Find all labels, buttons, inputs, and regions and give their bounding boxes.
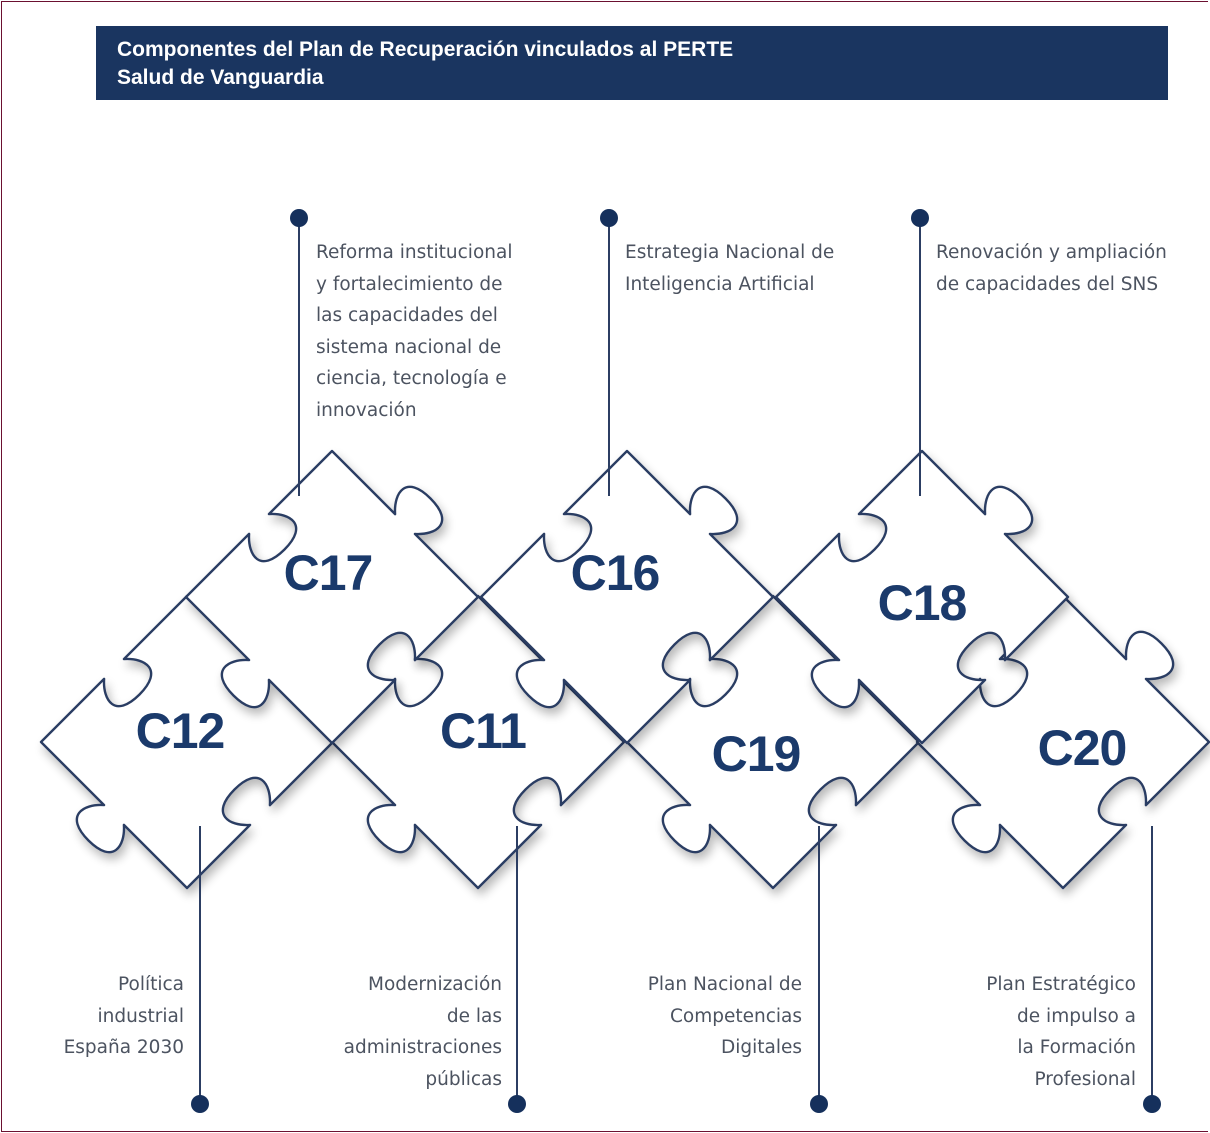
desc-c12: Política industrial España 2030 [63, 974, 184, 1058]
puzzle-piece-c18 [774, 449, 1070, 745]
component-code-c17: C17 [284, 545, 373, 601]
component-code-c19: C19 [712, 726, 801, 782]
connector-dot-c16 [600, 209, 618, 227]
connector-dot-c18 [911, 209, 929, 227]
component-code-c18: C18 [878, 575, 967, 631]
connector-dot-c19 [810, 1095, 828, 1113]
connector-dot-c17 [290, 209, 308, 227]
component-code-c20: C20 [1038, 720, 1127, 776]
component-code-c16: C16 [571, 545, 660, 601]
puzzle-piece-c17 [184, 449, 480, 745]
puzzle-pieces [39, 449, 1210, 890]
connector-dot-c11 [508, 1095, 526, 1113]
title-line-1: Componentes del Plan de Recuperación vin… [117, 38, 734, 61]
desc-c20: Plan Estratégico de impulso a la Formaci… [986, 974, 1136, 1090]
desc-c16: Estrategia Nacional de Inteligencia Arti… [625, 242, 835, 295]
header-bar: Componentes del Plan de Recuperación vin… [96, 26, 1168, 100]
component-code-c12: C12 [136, 703, 225, 759]
desc-c18: Renovación y ampliación de capacidades d… [936, 242, 1167, 295]
desc-c17: Reforma institucional y fortalecimiento … [316, 242, 513, 421]
title-line-2: Salud de Vanguardia [117, 66, 324, 89]
puzzle-piece-c20 [915, 594, 1210, 890]
desc-c19: Plan Nacional de Competencias Digitales [647, 974, 802, 1058]
connector-dot-c12 [191, 1095, 209, 1113]
connector-dot-c20 [1143, 1095, 1161, 1113]
connector-lines [191, 209, 1161, 1113]
desc-c11: Modernización de las administraciones pú… [343, 974, 502, 1090]
component-code-c11: C11 [440, 703, 526, 759]
puzzle-piece-c16 [479, 449, 775, 745]
